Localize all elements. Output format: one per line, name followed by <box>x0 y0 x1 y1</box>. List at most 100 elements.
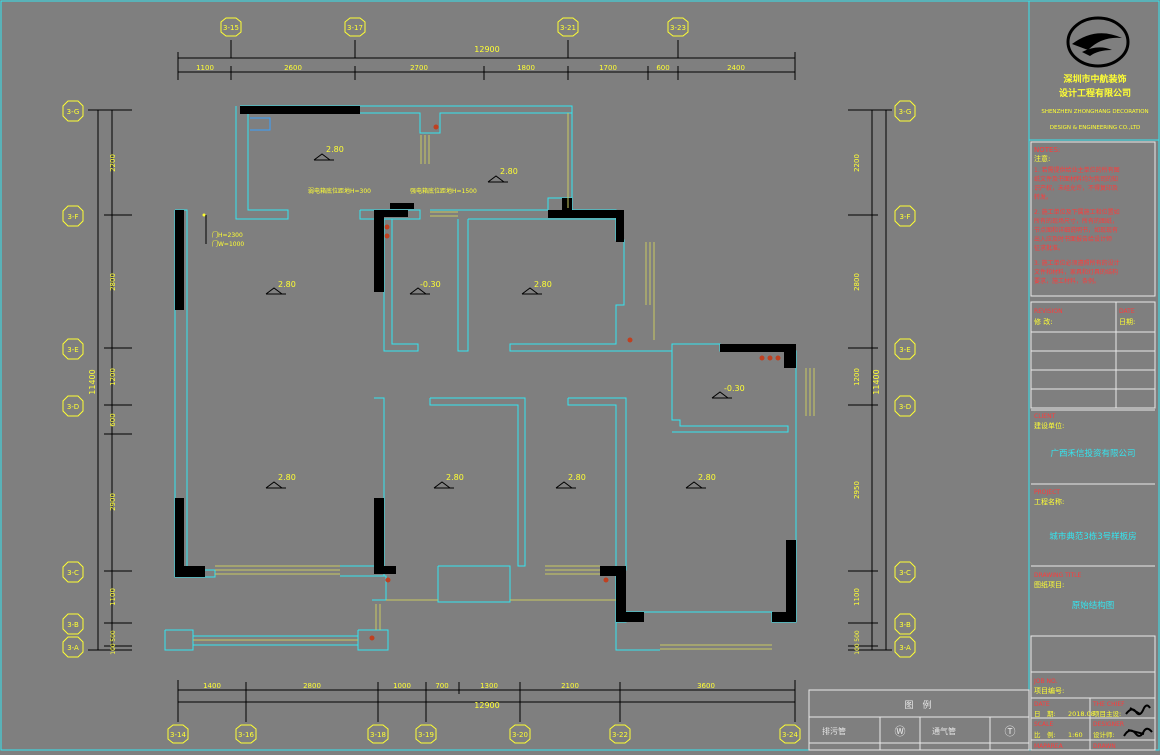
maparea-label: MAPAREA <box>1034 743 1064 750</box>
project-label-cn: 工程名称: <box>1034 497 1064 506</box>
elev-label: 2.80 <box>278 473 296 482</box>
svg-text:3-F: 3-F <box>67 213 78 221</box>
svg-text:3-14: 3-14 <box>170 731 186 739</box>
revision-label-cn: 修 改: <box>1034 317 1053 326</box>
svg-text:3-E: 3-E <box>899 346 910 354</box>
legend-title: 图 例 <box>904 699 931 711</box>
svg-text:3-G: 3-G <box>899 108 912 116</box>
dim-label: 1000 <box>393 682 411 690</box>
axis-bubble: 3-G <box>62 100 84 122</box>
right-total-dim: 11400 <box>872 369 881 394</box>
svg-text:出入应及时书面报告给设计师: 出入应及时书面报告给设计师 <box>1034 235 1112 243</box>
axis-bubble: 3-24 <box>779 724 801 744</box>
svg-text:3-22: 3-22 <box>612 731 628 739</box>
scale-label-cn: 比 例: <box>1034 730 1056 739</box>
dim-label: 1200 <box>109 368 117 386</box>
svg-text:要求，施工材料，条例。: 要求，施工材料，条例。 <box>1034 277 1100 285</box>
svg-text:3-18: 3-18 <box>370 731 386 739</box>
windows <box>193 113 815 650</box>
revision-label: REVISION <box>1034 308 1063 315</box>
dim-label: 100 <box>110 643 117 655</box>
axis-bubble: 3-17 <box>344 17 366 37</box>
axis-bubble: 3-C <box>62 561 84 583</box>
company-name-cn-1: 深圳市中航装饰 <box>1063 73 1126 85</box>
legend-item-label: 排污管 <box>822 726 846 736</box>
company-name-en-2: DESIGN & ENGINEERING CO.,LTD <box>1050 125 1140 131</box>
elev-label: 2.80 <box>534 280 552 289</box>
axis-bubble: 3-A <box>62 636 84 658</box>
dim-label: 1700 <box>599 64 617 72</box>
dim-label: 500 <box>110 630 117 642</box>
elev-label: 2.80 <box>698 473 716 482</box>
dim-label: 3600 <box>697 682 715 690</box>
client-value: 广西禾信投资有限公司 <box>1050 448 1135 459</box>
bottom-total-dim: 12900 <box>474 701 499 710</box>
svg-text:3-21: 3-21 <box>560 24 576 32</box>
svg-text:3-D: 3-D <box>67 403 79 411</box>
dim-label: 600 <box>109 413 117 426</box>
date-label: DATE <box>1119 308 1135 315</box>
svg-text:3-24: 3-24 <box>782 731 798 739</box>
drawn-label: DRAWN <box>1093 743 1116 750</box>
svg-text:3-15: 3-15 <box>223 24 239 32</box>
top-total-dim: 12900 <box>474 45 499 54</box>
designer-label-cn: 设计师: <box>1093 730 1115 739</box>
dim-label: 1400 <box>203 682 221 690</box>
left-segment-dims: 2200 2800 1200 600 2900 1100 500 100 <box>109 154 117 655</box>
dim-label: 700 <box>435 682 448 690</box>
dim-label: 100 <box>854 643 861 655</box>
dim-label: 2950 <box>853 481 861 499</box>
bottom-segment-dims: 1400 2800 1000 700 1300 2100 3600 <box>203 682 715 690</box>
axis-bubble: 3-D <box>894 395 916 417</box>
company-logo-icon <box>1066 16 1130 68</box>
axis-bubble: 3-23 <box>667 17 689 37</box>
weak-box-note: 弱电箱底位距地H=300 <box>308 187 371 195</box>
dim-label: 2900 <box>109 493 117 511</box>
axis-bubble: 3-14 <box>167 724 189 744</box>
company-name-cn-2: 设计工程有限公司 <box>1059 87 1131 99</box>
right-segment-dims: 2200 2800 1200 2950 1100 500 100 <box>853 154 861 655</box>
axis-bubble: 3-19 <box>415 724 437 744</box>
structural-walls <box>175 106 796 622</box>
axis-bubble: 3-21 <box>557 17 579 37</box>
axis-bubble: 3-D <box>62 395 84 417</box>
drawing-title-label-cn: 图纸项目: <box>1034 580 1064 589</box>
door-height-note: 门H=2300 <box>212 231 243 239</box>
designer-label: DESIGNER <box>1093 721 1124 728</box>
axis-bubble: 3-F <box>62 205 84 227</box>
svg-text:3. 施工单位必须遵照所有的设计: 3. 施工单位必须遵照所有的设计 <box>1034 259 1120 267</box>
date2-label-cn: 日 期: <box>1034 710 1056 718</box>
dim-label: 2700 <box>410 64 428 72</box>
chief-label: THE CHIEF <box>1092 701 1125 708</box>
axis-bubble: 3-A <box>894 636 916 658</box>
svg-text:3-C: 3-C <box>899 569 911 577</box>
chief-label-cn: 项目主设: <box>1093 709 1121 718</box>
svg-text:3-F: 3-F <box>899 213 910 221</box>
axis-bubble: 3-B <box>62 613 84 635</box>
left-dimensions <box>88 109 132 651</box>
bottom-axis-bubbles: 3-14 3-16 3-18 3-19 3-20 3-22 3-24 <box>167 724 801 744</box>
elev-label: 2.80 <box>568 473 586 482</box>
notes-title-cn: 注意: <box>1034 154 1050 163</box>
dim-label: 2200 <box>853 154 861 172</box>
axis-bubble: 3-22 <box>609 724 631 744</box>
dim-label: 500 <box>854 630 861 642</box>
elev-label: 2.80 <box>278 280 296 289</box>
notes-lines: 1. 若需提供给业主单位的所有图 纸文件及书面材料均为我司的知 识产权，未经允许… <box>1034 166 1120 285</box>
elevation-markers <box>265 153 732 489</box>
svg-text:3-23: 3-23 <box>670 24 686 32</box>
scale-label: SCALE <box>1034 721 1053 728</box>
dim-label: 2400 <box>727 64 745 72</box>
chief-signature-icon <box>1125 704 1151 716</box>
bottom-dimensions <box>177 680 796 722</box>
svg-text:3-C: 3-C <box>67 569 79 577</box>
top-segment-dims: 1100 2600 2700 1800 1700 600 2400 <box>196 64 745 72</box>
svg-text:纸文件及书面材料均为我司的知: 纸文件及书面材料均为我司的知 <box>1034 175 1118 183</box>
svg-text:3-B: 3-B <box>67 621 79 629</box>
svg-text:3-20: 3-20 <box>512 731 528 739</box>
company-name-en-1: SHENZHEN ZHONGHANG DECORATION <box>1041 109 1148 115</box>
project-label: PROJECT <box>1034 489 1060 496</box>
vent-pipe-icon: Ⓣ <box>1005 725 1016 738</box>
elev-label: 2.80 <box>446 473 464 482</box>
